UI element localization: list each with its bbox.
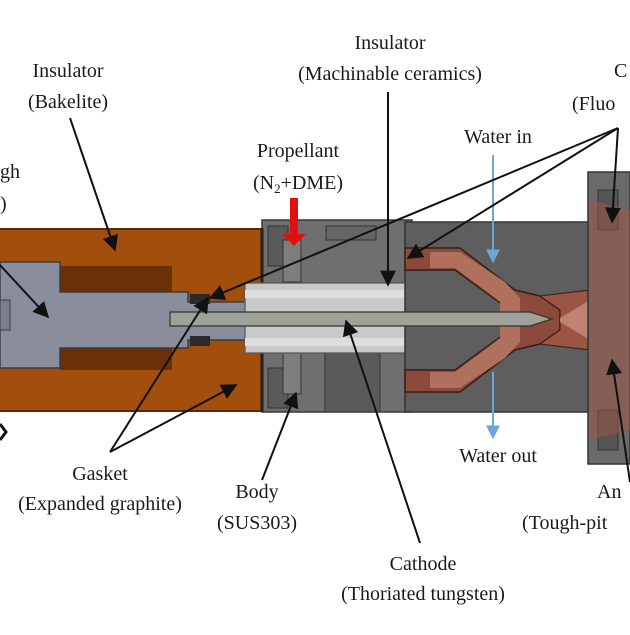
label-cathode-material: (Thoriated tungsten) — [341, 583, 505, 605]
label-body-material: (SUS303) — [217, 512, 297, 534]
leader-fluoro-2 — [208, 127, 619, 300]
bakelite-inner-cavity-bottom — [60, 348, 172, 370]
label-anode-title: An — [597, 481, 621, 503]
label-gasket-title: Gasket — [72, 463, 128, 485]
label-water-out: Water out — [459, 445, 537, 467]
label-propellant-title: Propellant — [257, 140, 340, 162]
leader-bakelite — [69, 117, 118, 252]
label-insulator-ceramics-material: (Machinable ceramics) — [298, 63, 482, 85]
label-insulator-right-material: (Fluo — [572, 93, 615, 115]
leader-left-cut — [0, 264, 50, 319]
label-propellant-formula: (N2+DME) — [253, 172, 343, 196]
label-body-title: Body — [235, 481, 278, 503]
label-cathode-title: Cathode — [390, 553, 457, 575]
label-insulator-ceramics-title: Insulator — [354, 32, 425, 54]
bakelite-inner-cavity-top — [60, 266, 172, 292]
leader-fluoro-3 — [604, 127, 621, 224]
label-insulator-right-title: C — [614, 60, 627, 82]
label-anode-material: (Tough-pit — [522, 512, 608, 534]
label-insulator-bakelite-material: (Bakelite) — [28, 91, 108, 113]
left-edge-arrow — [0, 423, 8, 441]
label-left-cut-2: ) — [0, 193, 7, 215]
leader-anode — [606, 358, 630, 483]
leader-cathode — [342, 319, 421, 544]
gasket-ring-lower — [190, 336, 210, 346]
leader-fluoro-1 — [406, 127, 619, 259]
cathode-rod — [169, 311, 554, 327]
label-gasket-material: (Expanded graphite) — [18, 493, 182, 515]
label-left-cut-1: gh — [0, 161, 20, 183]
leader-body — [261, 391, 299, 481]
label-insulator-bakelite-title: Insulator — [32, 60, 103, 82]
leader-gasket-2 — [109, 384, 238, 453]
leader-gasket-1 — [109, 296, 209, 453]
label-water-in: Water in — [464, 126, 532, 148]
anode-water-channel — [430, 252, 520, 388]
